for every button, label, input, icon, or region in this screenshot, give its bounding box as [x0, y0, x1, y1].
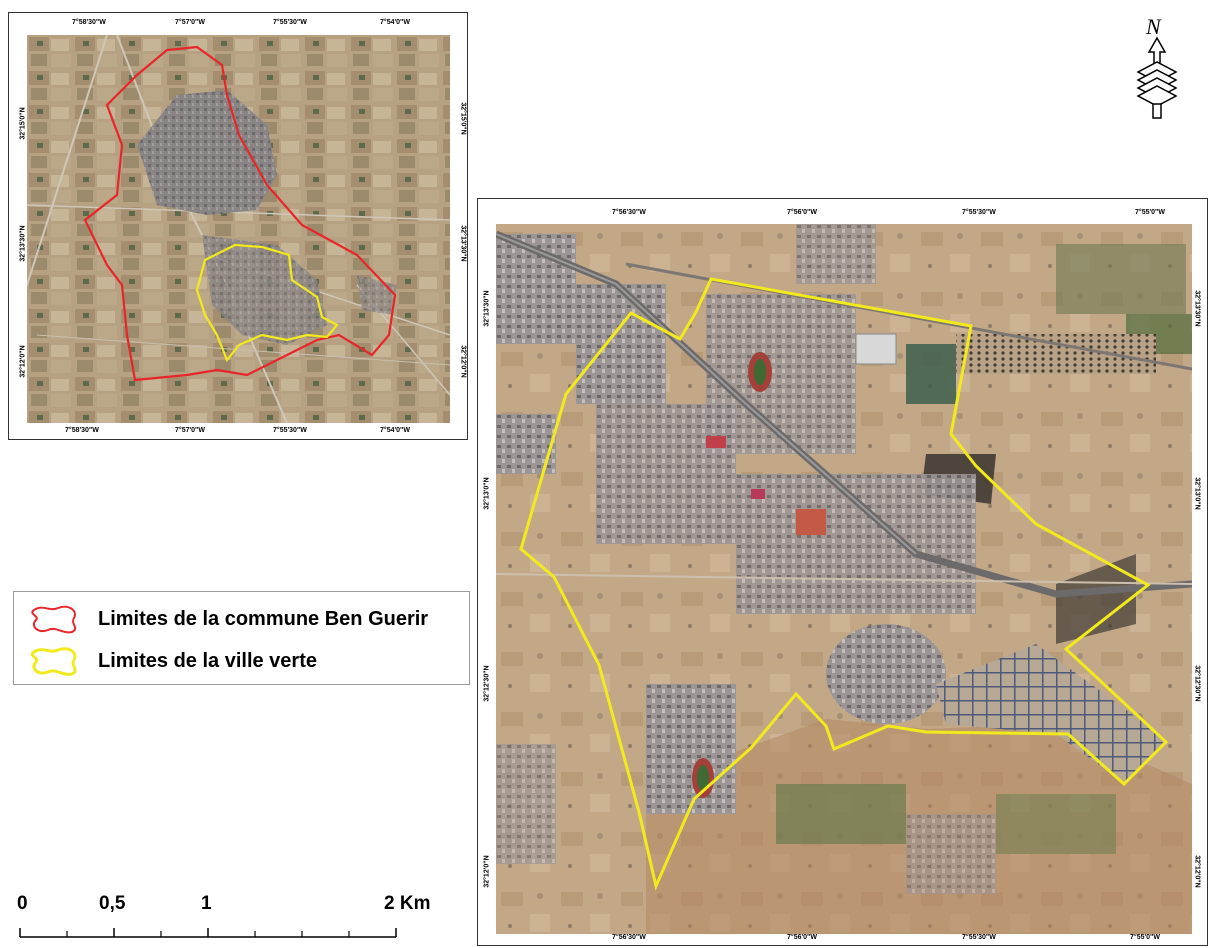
north-label: N	[1146, 14, 1161, 39]
legend: Limites de la commune Ben Guerir Limites…	[13, 591, 470, 685]
commune-boundary-swatch	[31, 605, 77, 634]
detail-top-tick: 7°55'0"W	[1135, 209, 1165, 216]
detail-top-tick: 7°56'30"W	[612, 209, 646, 216]
overview-top-tick: 7°58'30"W	[72, 19, 106, 26]
detail-bottom-tick: 7°55'0"W	[1130, 934, 1160, 941]
detail-top-tick: 7°55'30"W	[962, 209, 996, 216]
legend-label: Limites de la commune Ben Guerir	[98, 607, 429, 630]
legend-item-green-city: Limites de la ville verte	[28, 646, 317, 676]
overview-right-tick: 32°13'30"N	[459, 225, 467, 262]
detail-top-tick: 7°56'0"W	[787, 209, 817, 216]
overview-right-tick: 32°15'0"N	[459, 102, 467, 135]
detail-right-tick: 32°12'30"N	[1193, 665, 1201, 702]
north-arrow: N	[1132, 14, 1182, 123]
green-city-boundary-detail	[519, 277, 1169, 891]
green-city-boundary-swatch	[30, 647, 77, 676]
detail-left-tick: 32°13'30"N	[483, 290, 491, 327]
commune-boundary-overview	[83, 45, 397, 382]
overview-top-tick: 7°54'0"W	[380, 19, 410, 26]
legend-label: Limites de la ville verte	[98, 649, 317, 672]
overview-right-tick: 32°12'0"N	[459, 345, 467, 378]
scale-label: 1	[201, 893, 212, 914]
legend-item-commune: Limites de la commune Ben Guerir	[28, 604, 428, 634]
north-arrow-icon	[1136, 36, 1178, 119]
overview-left-tick: 32°12'0"N	[19, 345, 27, 378]
detail-right-tick: 32°13'30"N	[1193, 290, 1201, 327]
green-city-boundary-overview	[195, 243, 339, 363]
detail-bottom-tick: 7°56'30"W	[612, 934, 646, 941]
detail-left-tick: 32°12'0"N	[483, 855, 491, 888]
detail-left-tick: 32°13'0"N	[483, 477, 491, 510]
scale-bar-ticks	[19, 928, 397, 938]
overview-top-tick: 7°55'30"W	[273, 19, 307, 26]
detail-satellite-image	[496, 224, 1192, 934]
scale-label: 0,5	[99, 893, 126, 914]
detail-right-tick: 32°12'0"N	[1193, 855, 1201, 888]
overview-bottom-tick: 7°58'30"W	[65, 427, 99, 434]
overview-bottom-tick: 7°55'30"W	[273, 427, 307, 434]
overview-bottom-tick: 7°54'0"W	[380, 427, 410, 434]
detail-bottom-tick: 7°56'0"W	[787, 934, 817, 941]
overview-left-tick: 32°15'0"N	[19, 107, 27, 140]
overview-left-tick: 32°13'30"N	[19, 225, 27, 262]
scale-label: 0	[17, 893, 28, 914]
detail-bottom-tick: 7°55'30"W	[962, 934, 996, 941]
overview-bottom-tick: 7°57'0"W	[175, 427, 205, 434]
detail-right-tick: 32°13'0"N	[1193, 477, 1201, 510]
overview-satellite-image	[27, 35, 450, 423]
detail-left-tick: 32°12'30"N	[483, 665, 491, 702]
overview-top-tick: 7°57'0"W	[175, 19, 205, 26]
scale-label: 2 Km	[384, 893, 431, 914]
